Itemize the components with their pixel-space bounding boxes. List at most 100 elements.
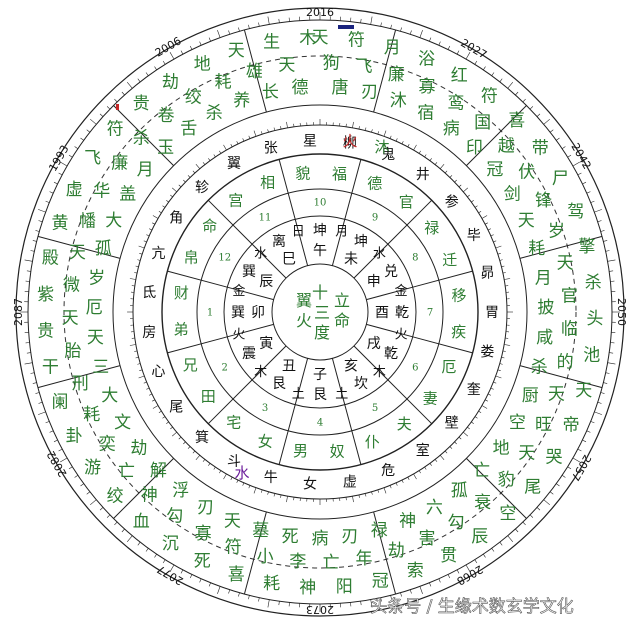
inner-tick xyxy=(434,162,438,165)
center-element: 火 xyxy=(296,311,312,330)
degree-tick xyxy=(106,106,111,110)
inner-tick xyxy=(478,410,482,413)
outer-star: 舌 xyxy=(180,119,197,139)
earthly-branch: 丑 xyxy=(282,359,296,375)
stars-ring-inner xyxy=(112,104,528,520)
sector-spoke xyxy=(37,365,121,389)
outer-star: 卷 xyxy=(158,106,175,126)
outer-star: 刃 xyxy=(361,83,378,103)
year-label: 2082 xyxy=(44,448,69,479)
center-text: 三 xyxy=(314,303,330,322)
hub-spoke xyxy=(294,358,309,405)
inner-tick xyxy=(501,265,505,268)
inner-tick xyxy=(504,344,511,346)
degree-tick xyxy=(248,595,250,600)
outer-star: 贯 xyxy=(440,546,457,566)
outer-star: 沐 xyxy=(390,91,407,111)
outer-star: 华 xyxy=(93,181,110,201)
year-label: 1993 xyxy=(46,143,71,174)
inner-tick xyxy=(444,170,448,174)
inner-spoke xyxy=(412,336,473,354)
outer-star: 寡 xyxy=(419,77,436,97)
year-label: 2087 xyxy=(12,298,25,326)
degree-tick xyxy=(577,172,582,176)
inner-spoke xyxy=(412,270,473,288)
degree-tick xyxy=(429,37,432,42)
inner-tick xyxy=(135,356,139,359)
inner-tick xyxy=(208,463,211,466)
inner-tick xyxy=(134,272,138,274)
inner-tick xyxy=(223,473,227,480)
inner-element: 木 xyxy=(373,365,386,380)
degree-tick xyxy=(597,220,602,223)
degree-tick xyxy=(26,270,31,272)
inner-tick xyxy=(213,466,216,470)
degree-tick xyxy=(474,60,478,65)
branches-ring: 巳离午坤未坤申兑酉乾戌乾亥坎子艮丑艮寅震卯巽辰巽日月水金火木土土木火金水 xyxy=(231,223,409,403)
inner-tick xyxy=(454,441,457,445)
degree-tick xyxy=(438,41,441,46)
sector-spoke xyxy=(243,29,267,113)
outer-star: 的 xyxy=(557,353,574,373)
inner-tick xyxy=(383,130,387,137)
watermark: 头条号 / 生缘术数玄学文化 xyxy=(370,597,574,617)
inner-spoke xyxy=(278,159,296,220)
year-label: 2068 xyxy=(454,562,485,587)
inner-tick xyxy=(286,496,288,503)
inner-tick xyxy=(424,154,427,158)
outer-star: 墓 xyxy=(252,521,269,541)
inner-tick xyxy=(413,144,417,151)
sector-spoke xyxy=(373,511,397,595)
outer-star: 刃 xyxy=(341,527,358,547)
degree-tick xyxy=(121,91,125,96)
inner-tick xyxy=(358,494,360,498)
lunar-mansion: 虚 xyxy=(343,474,357,490)
inner-tick xyxy=(499,259,503,261)
inner-tick xyxy=(152,215,159,219)
inner-tick xyxy=(280,494,282,498)
inner-element: 金 xyxy=(232,283,245,299)
degree-tick xyxy=(515,528,519,533)
degree-tick xyxy=(30,372,35,374)
outer-star: 亡 xyxy=(323,553,340,573)
inner-tick xyxy=(471,421,474,424)
trigram: 坎 xyxy=(354,376,368,392)
degree-tick xyxy=(360,601,362,606)
outer-star: 厄 xyxy=(86,298,103,318)
degree-tick xyxy=(228,30,231,35)
outer-star: 耗 xyxy=(215,73,232,93)
lunar-mansion: 尾 xyxy=(169,400,183,416)
lunar-mansion: 参 xyxy=(445,194,459,211)
lunar-mansion: 翼 xyxy=(227,156,241,172)
outer-star: 解 xyxy=(150,461,167,481)
outer-star: 殿 xyxy=(42,249,59,269)
inner-tick xyxy=(401,141,404,145)
inner-tick xyxy=(183,179,186,183)
degree-tick xyxy=(80,483,84,487)
palace-label: 命 xyxy=(202,217,217,235)
outer-star: 喜 xyxy=(228,565,245,585)
inner-tick xyxy=(192,170,196,174)
degree-tick xyxy=(35,230,40,232)
outer-star: 病 xyxy=(443,119,460,139)
degree-tick xyxy=(561,146,566,149)
inner-tick xyxy=(481,405,488,409)
degree-number: 1 xyxy=(207,308,213,319)
outer-star: 天 xyxy=(518,211,535,231)
outer-star: 月 xyxy=(535,268,552,288)
degree-number: 12 xyxy=(218,253,231,264)
sector-spoke xyxy=(373,29,397,113)
inner-tick xyxy=(139,253,143,255)
inner-tick xyxy=(502,350,506,352)
outer-star: 雄 xyxy=(246,62,263,82)
sector-spokes xyxy=(37,29,603,595)
inner-tick xyxy=(139,369,143,371)
outer-star: 驾 xyxy=(567,202,584,222)
degree-tick xyxy=(90,118,97,125)
earthly-branch: 卯 xyxy=(251,305,265,321)
outer-star: 喜 xyxy=(508,111,525,131)
degree-tick xyxy=(180,569,184,574)
inner-tick xyxy=(490,234,494,237)
degree-tick xyxy=(499,78,503,83)
